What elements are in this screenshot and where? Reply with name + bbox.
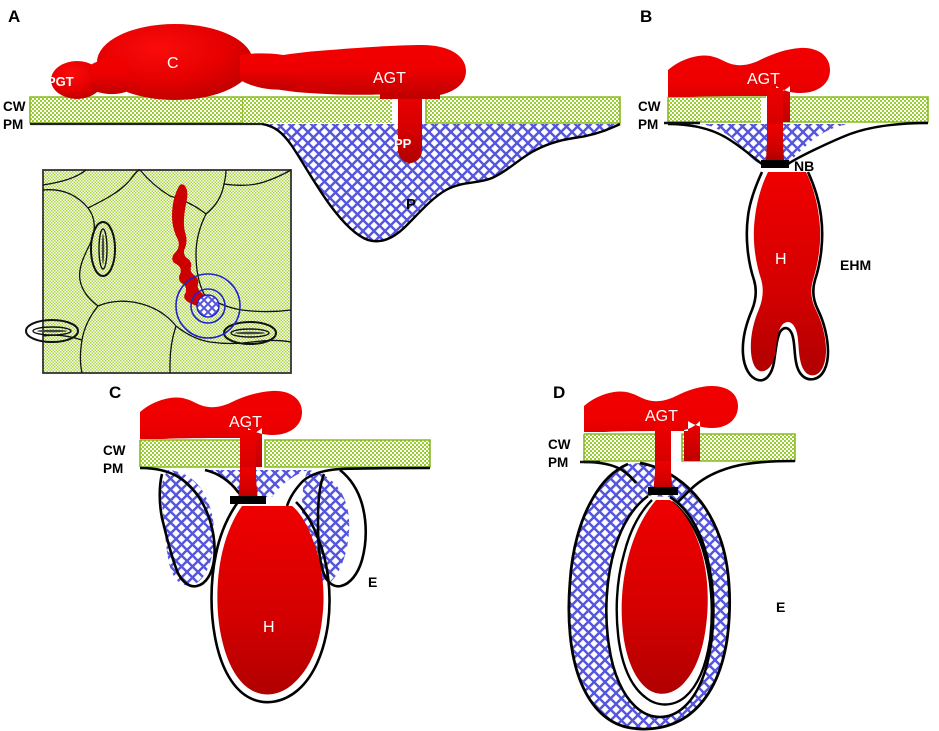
panel-d-label-cw: CW xyxy=(548,437,571,452)
panel-d-neck-band xyxy=(648,487,678,495)
panel-c-label-h: H xyxy=(263,619,275,636)
panel-c-agt xyxy=(140,390,302,467)
panel-a-letter: A xyxy=(8,7,20,26)
panel-b: B CW PM AGT NB H xyxy=(638,7,929,382)
panel-a-inset xyxy=(25,169,292,374)
panel-a-label-pgt: PGT xyxy=(47,74,74,89)
panel-c-haustorium xyxy=(217,506,324,695)
panel-c-label-agt: AGT xyxy=(229,414,262,431)
panel-c-cell-wall xyxy=(139,439,431,468)
panel-b-agt xyxy=(668,47,830,122)
panel-a-label-cw: CW xyxy=(3,99,26,114)
panel-b-label-h: H xyxy=(775,251,787,268)
inset-mid-ring xyxy=(190,288,226,324)
panel-a-label-agt: AGT xyxy=(373,70,406,87)
panel-b-haustorium xyxy=(750,172,826,376)
panel-c-label-cw: CW xyxy=(103,443,126,458)
panel-d-letter: D xyxy=(553,383,565,402)
panel-c-label-pm: PM xyxy=(103,461,123,476)
panel-b-ehm xyxy=(741,171,830,382)
panel-a-label-p: P xyxy=(406,196,416,213)
inset-germling xyxy=(172,184,208,308)
panel-c-haustorium-outline xyxy=(210,501,331,704)
panel-a-fungus xyxy=(51,24,466,163)
panel-d-fungus xyxy=(584,386,738,694)
panel-c-neck-band xyxy=(230,496,266,504)
panel-a-penetration-peg xyxy=(398,86,422,163)
inset-cell-outlines xyxy=(42,169,292,374)
panel-d-label-agt: AGT xyxy=(645,408,678,425)
panel-a-label-pp: PP xyxy=(394,136,412,151)
panel-d-haustorium xyxy=(621,500,708,694)
panel-b-label-cw: CW xyxy=(638,99,661,114)
panel-b-label-ehm: EHM xyxy=(840,257,871,273)
panel-b-label-agt: AGT xyxy=(747,71,780,88)
inset-outer-ring xyxy=(175,273,241,339)
inset-papilla-site xyxy=(196,294,220,318)
panel-b-label-pm: PM xyxy=(638,117,658,132)
panel-a-pgt xyxy=(51,61,103,99)
panel-a: A CW xyxy=(3,7,621,374)
panel-b-neck-band xyxy=(761,160,789,168)
panel-a-label-pm: PM xyxy=(3,117,23,132)
panel-b-fungus xyxy=(668,47,830,376)
panel-c-label-e: E xyxy=(368,574,377,590)
panel-d: D CW PM A xyxy=(548,383,796,731)
inset-stomata xyxy=(25,221,277,345)
panel-b-letter: B xyxy=(640,7,652,26)
panel-d-label-pm: PM xyxy=(548,455,568,470)
panel-a-label-c: C xyxy=(167,55,179,72)
panel-d-label-e: E xyxy=(776,599,785,615)
panel-d-agt xyxy=(584,386,738,461)
panel-b-cell-wall xyxy=(667,96,929,123)
panel-c: C xyxy=(103,383,431,704)
panel-a-conidium xyxy=(97,24,253,100)
panel-b-label-nb: NB xyxy=(794,158,814,174)
panel-a-papilla xyxy=(261,122,621,243)
panel-c-letter: C xyxy=(109,383,121,402)
panel-c-fungus xyxy=(140,390,324,695)
panel-a-cell-wall xyxy=(29,96,621,124)
